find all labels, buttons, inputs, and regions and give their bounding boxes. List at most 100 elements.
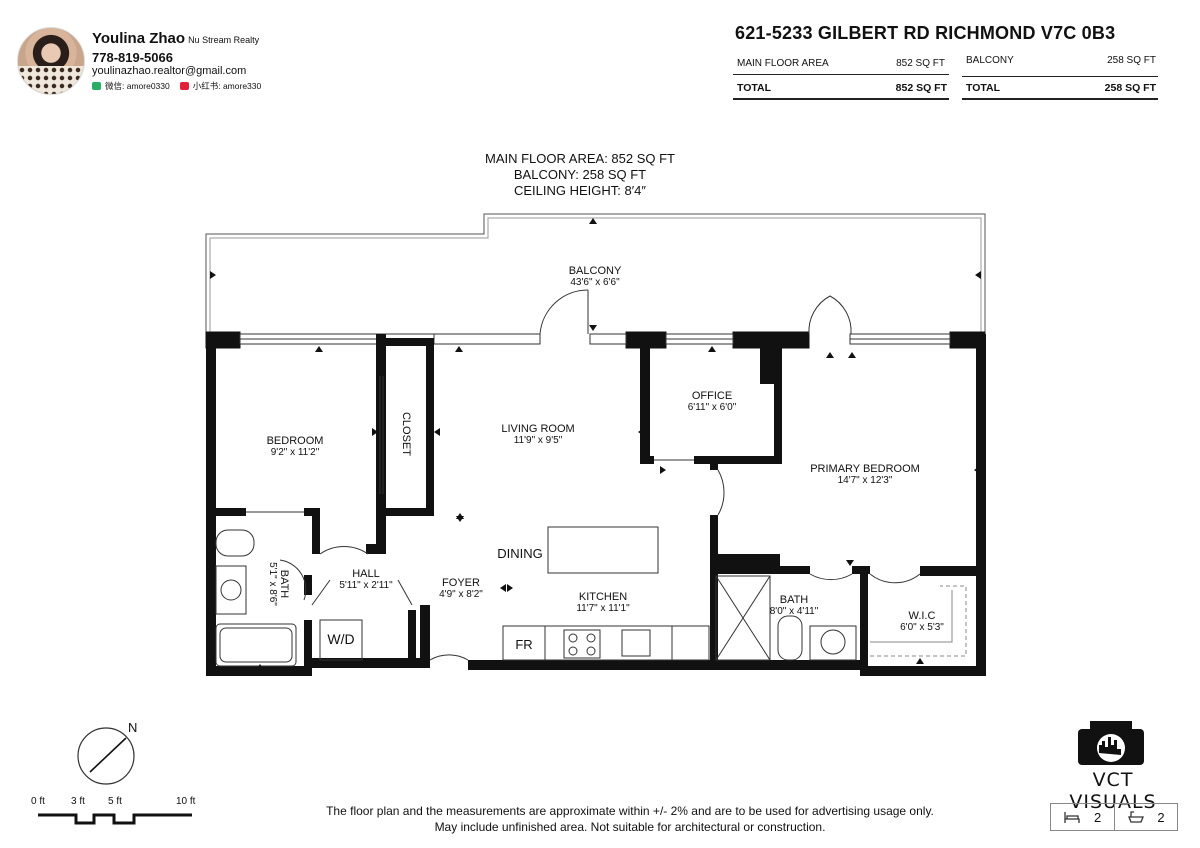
balcony-total-row: TOTAL 258 SQ FT [966, 82, 1156, 94]
room-office: OFFICE 6'11" x 6'0" [662, 390, 762, 414]
room-name: FR [515, 637, 533, 652]
room-dim: 5'11" x 2'11" [339, 580, 393, 591]
scale-label: 3 ft [71, 796, 85, 807]
room-name: FOYER [442, 577, 480, 589]
room-dim: 6'11" x 6'0" [687, 402, 737, 413]
main-floor-label: MAIN FLOOR AREA [737, 58, 829, 69]
stats-box: 2 2 [1050, 803, 1178, 831]
scale-label: 0 ft [31, 796, 45, 807]
bedroom-count: 2 [1093, 809, 1102, 825]
agent-social: 微信: amore0330 小红书: amore330 [92, 80, 261, 92]
agent-name-text: Youlina Zhao [92, 30, 186, 47]
summary-main-floor: MAIN FLOOR AREA: 852 SQ FT [485, 151, 675, 166]
room-dim: 11'9" x 9'5" [513, 435, 563, 446]
room-name: W.I.C [908, 610, 936, 622]
room-primary-bedroom: PRIMARY BEDROOM 14'7" x 12'3" [790, 463, 940, 487]
brand-name: VCT VISUALS [1069, 769, 1157, 813]
room-name: BEDROOM [266, 435, 324, 447]
room-name: HALL [352, 568, 380, 580]
room-bath-2: BATH 8'0" x 4'11" [756, 594, 832, 618]
bedroom-stat: 2 [1051, 810, 1114, 825]
room-dim: 43'6" x 6'6" [570, 277, 620, 288]
room-dim: 8'0" x 4'11" [769, 606, 819, 617]
washer-dryer: W/D [320, 631, 362, 647]
room-dining: DINING [490, 546, 550, 561]
room-name: PRIMARY BEDROOM [810, 463, 920, 475]
agent-email[interactable]: youlinazhao.realtor@gmail.com [92, 65, 247, 77]
compass-ring [77, 727, 135, 785]
room-bath-1: BATH 5'1" x 8'6" [266, 549, 290, 619]
room-name: LIVING ROOM [501, 423, 575, 435]
room-wic: W.I.C 6'0" x 5'3" [884, 610, 960, 634]
disclaimer-line-2: May include unfinished area. Not suitabl… [434, 820, 826, 834]
room-bedroom: BEDROOM 9'2" x 11'2" [245, 435, 345, 459]
balcony-total-label: TOTAL [966, 82, 1001, 94]
main-floor-row: MAIN FLOOR AREA 852 SQ FT [737, 58, 945, 69]
room-living: LIVING ROOM 11'9" x 9'5" [478, 423, 598, 447]
balcony-row: BALCONY 258 SQ FT [966, 55, 1156, 66]
room-closet: CLOSET [400, 402, 412, 466]
room-name: W/D [327, 631, 355, 647]
table-rule-bottom [733, 98, 949, 100]
balcony-value: 258 SQ FT [1107, 55, 1156, 66]
door-swing [319, 545, 369, 555]
table-rule [962, 76, 1158, 77]
agent-phone[interactable]: 778-819-5066 [92, 50, 173, 65]
agent-company: Nu Stream Realty [188, 35, 260, 45]
room-kitchen: KITCHEN 11'7" x 11'1" [555, 591, 651, 615]
compass-needle-icon [89, 737, 127, 773]
room-balcony: BALCONY 43'6" x 6'6" [520, 265, 670, 289]
balcony-door-swing [539, 289, 589, 335]
room-name: BATH [278, 569, 290, 599]
disclaimer-line-1: The floor plan and the measurements are … [326, 804, 934, 818]
bathroom-stat: 2 [1114, 810, 1177, 825]
door-swing [279, 559, 307, 601]
room-foyer: FOYER 4'9" x 8'2" [424, 577, 498, 601]
main-total-label: TOTAL [737, 82, 772, 94]
bathroom-count: 2 [1157, 809, 1165, 825]
wechat-id: 微信: amore0330 [105, 81, 170, 91]
main-total-row: TOTAL 852 SQ FT [737, 82, 947, 94]
summary-balcony: BALCONY: 258 SQ FT [513, 167, 647, 182]
room-dim: 5'1" x 8'6" [267, 562, 278, 606]
table-rule [733, 74, 949, 75]
door-swing [717, 469, 725, 516]
room-hall: HALL 5'11" x 2'11" [326, 568, 406, 592]
room-dim: 4'9" x 8'2" [439, 589, 483, 600]
scale-bar [38, 813, 192, 825]
room-dim: 14'7" x 12'3" [837, 475, 893, 486]
table-rule-bottom [962, 98, 1158, 100]
stats-divider [1113, 804, 1115, 830]
room-name: DINING [497, 546, 543, 561]
balcony-outline [205, 213, 986, 334]
sink [621, 629, 651, 657]
bathtub-icon [1127, 811, 1144, 823]
xiaohongshu-id: 小红书: amore330 [192, 81, 262, 91]
kitchen-island [547, 526, 659, 574]
summary-ceiling: CEILING HEIGHT: 8′4″ [513, 183, 647, 198]
entry-door-swing [429, 654, 469, 661]
bed-icon [1064, 812, 1080, 823]
door-swing [809, 573, 853, 581]
balcony-door-swing [808, 295, 852, 335]
main-floor-value: 852 SQ FT [896, 58, 945, 69]
disclaimer: The floor plan and the measurements are … [250, 803, 1010, 835]
main-total-value: 852 SQ FT [895, 82, 947, 94]
room-name: OFFICE [691, 390, 733, 402]
fridge: FR [505, 637, 543, 652]
property-address: 621-5233 GILBERT RD RICHMOND V7C 0B3 [735, 23, 1116, 43]
room-name: KITCHEN [578, 591, 628, 603]
room-name: CLOSET [400, 411, 412, 456]
xiaohongshu-icon [179, 82, 189, 90]
floorplan-summary: MAIN FLOOR AREA: 852 SQ FT BALCONY: 258 … [430, 151, 730, 199]
washer-dryer-box [319, 619, 363, 661]
room-dim: 11'7" x 11'1" [576, 603, 630, 614]
room-dim: 6'0" x 5'3" [900, 622, 944, 633]
door-swing [869, 573, 921, 584]
scale-label: 10 ft [176, 796, 196, 807]
balcony-total-value: 258 SQ FT [1104, 82, 1156, 94]
room-name: BALCONY [568, 265, 622, 277]
compass [77, 727, 135, 785]
